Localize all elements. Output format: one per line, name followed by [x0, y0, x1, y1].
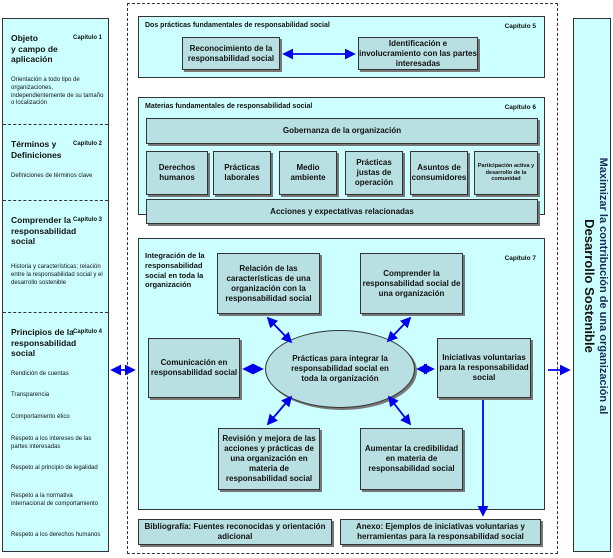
- principle: Respeto a los intereses de las partes in…: [11, 436, 92, 450]
- actions-box: Acciones y expectativas relacionadas: [146, 199, 538, 224]
- divider: [3, 124, 108, 125]
- ch1-title: Objeto y campo de aplicación: [11, 33, 58, 65]
- principle: Respeto a la normativa internacional de …: [11, 493, 99, 507]
- subject-box: Prácticas laborales: [213, 151, 271, 195]
- subject-box: Prácticas justas de operación: [345, 151, 403, 195]
- ch5-cap: Capítulo 5: [504, 23, 536, 30]
- bibliography-box: Bibliografía: Fuentes reconocidas y orie…: [138, 519, 332, 545]
- principle: Rendición de cuentas: [11, 371, 69, 377]
- divider: [3, 200, 108, 201]
- arrow: [386, 316, 412, 343]
- ch2-title: Términos y Definiciones: [11, 139, 62, 160]
- subject-box: Derechos humanos: [146, 151, 208, 195]
- arrow: [266, 395, 293, 426]
- divider: [3, 312, 108, 313]
- ch7-cap: Capítulo 7: [504, 255, 536, 262]
- subject-box: Asuntos de consumidores: [410, 151, 468, 195]
- sustainable-development-panel: Maximizar la contribución de una organiz…: [573, 18, 611, 552]
- ch1-cap: Capítulo 1: [72, 35, 102, 41]
- recognition-box: Reconocimiento de la responsabilidad soc…: [182, 37, 280, 70]
- core-container: [127, 3, 558, 554]
- ch3-cap: Capítulo 3: [72, 217, 102, 223]
- subject-box: Participación activa y desarrollo de la …: [474, 151, 538, 195]
- credibility-box: Aumentar la credibilidad en materia de r…: [360, 428, 463, 490]
- review-box: Revisión y mejora de las acciones y prác…: [218, 428, 320, 490]
- principle: Respeto a los derechos humanos: [11, 532, 101, 538]
- annex-box: Anexo: Ejemplos de iniciativas voluntari…: [340, 519, 541, 545]
- ch2-cap: Capítulo 2: [72, 141, 102, 147]
- ch6-cap: Capítulo 6: [504, 104, 536, 111]
- subject-box: Medio ambiente: [279, 151, 337, 195]
- ch4-title: Principios de la responsabilidad social: [11, 327, 77, 359]
- left-column: Objeto y campo de aplicación Capítulo 1 …: [2, 18, 109, 552]
- ch2-text: Definiciones de términos clave: [11, 173, 93, 179]
- governance-box: Gobernanza de la organización: [146, 118, 538, 144]
- ch6-title: Materias fundamentales de responsabilida…: [145, 103, 313, 110]
- ch7-title: Integración de la responsabilidad social…: [145, 251, 205, 290]
- principle: Transparencia: [11, 392, 50, 398]
- ch3-text: Historia y características; relación ent…: [11, 264, 103, 286]
- communication-box: Comunicación en responsabilidad social: [148, 338, 240, 398]
- principle: Respeto al principio de legalidad: [11, 465, 98, 471]
- ch1-text: Orientación a todo tipo de organizacione…: [11, 77, 104, 107]
- characteristics-box: Relación de las características de una o…: [217, 253, 320, 314]
- arrow: [387, 395, 412, 426]
- understanding-box: Comprender la responsabilidad social de …: [360, 253, 463, 314]
- principle: Comportamiento ético: [11, 414, 70, 420]
- ch4-cap: Capítulo 4: [72, 329, 102, 335]
- stakeholder-box: Identificación e involucramiento con las…: [358, 37, 478, 70]
- ch3-title: Comprender la responsabilidad social: [11, 215, 77, 247]
- initiatives-box: Iniciativas voluntarias para la responsa…: [437, 338, 531, 398]
- ch5-title: Dos prácticas fundamentales de responsab…: [145, 22, 330, 29]
- arrow: [266, 316, 293, 344]
